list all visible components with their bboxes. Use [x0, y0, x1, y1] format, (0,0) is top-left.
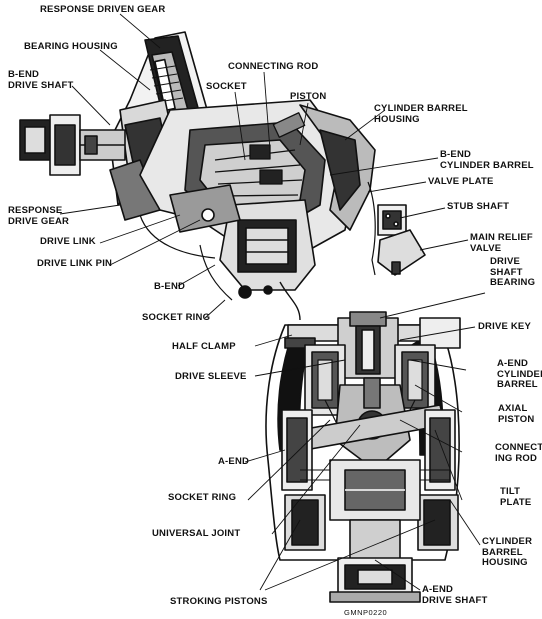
label-connecting-rod-bottom: CONNECT- ING ROD: [495, 442, 542, 464]
label-cylinder-barrel-housing-top: CYLINDER BARREL HOUSING: [374, 103, 468, 125]
label-socket-top: SOCKET: [206, 81, 247, 92]
stroking-pistons: [284, 494, 459, 551]
a-end-drive-shaft: [329, 519, 421, 603]
label-axial-piston: AXIAL PISTON: [498, 403, 535, 425]
figure-code: GMNP0220: [344, 608, 388, 617]
label-valve-plate: VALVE PLATE: [428, 176, 494, 187]
label-universal-joint: UNIVERSAL JOINT: [152, 528, 241, 539]
label-main-relief-valve: MAIN RELIEF VALVE: [470, 232, 533, 254]
a-end-assembly: [265, 311, 461, 603]
label-socket-ring-top: SOCKET RING: [142, 312, 211, 323]
label-drive-link: DRIVE LINK: [40, 236, 96, 247]
label-stroking-pistons: STROKING PISTONS: [170, 596, 268, 607]
label-b-end-cylinder-barrel: B-END CYLINDER BARREL: [440, 149, 534, 171]
label-connecting-rod-top: CONNECTING ROD: [228, 61, 319, 72]
drive-link: [169, 184, 241, 233]
leader-lines: [59, 13, 486, 591]
label-bearing-housing: BEARING HOUSING: [24, 41, 118, 52]
label-cylinder-barrel-housing-bottom: CYLINDER BARREL HOUSING: [482, 536, 533, 568]
stub-shaft-and-relief-valve: [377, 204, 426, 276]
label-drive-shaft-bearing: DRIVE SHAFT BEARING: [490, 256, 536, 288]
label-half-clamp: HALF CLAMP: [172, 341, 236, 352]
label-socket-ring-bottom: SOCKET RING: [168, 492, 237, 503]
b-end-pistons: [214, 112, 306, 197]
label-a-end-cylinder-barrel: A-END CYLINDER BARREL: [497, 358, 542, 390]
label-drive-sleeve: DRIVE SLEEVE: [175, 371, 247, 382]
label-piston-top: PISTON: [290, 91, 327, 102]
label-a-end-drive-shaft: A-END DRIVE SHAFT: [422, 584, 488, 606]
b-end-assembly: [19, 31, 426, 321]
label-b-end-drive-shaft: B-END DRIVE SHAFT: [8, 69, 74, 91]
label-drive-link-pin: DRIVE LINK PIN: [37, 258, 113, 269]
label-a-end: A-END: [218, 456, 250, 467]
b-end-drive-shaft: [19, 114, 126, 176]
label-drive-key: DRIVE KEY: [478, 321, 532, 332]
axial-pistons: [317, 359, 423, 441]
label-stub-shaft: STUB SHAFT: [447, 201, 510, 212]
label-tilt-plate: TILT PLATE: [500, 486, 532, 508]
label-b-end: B-END: [154, 281, 186, 292]
label-response-driven-gear: RESPONSE DRIVEN GEAR: [40, 4, 166, 15]
label-response-drive-gear: RESPONSE DRIVE GEAR: [8, 205, 70, 227]
